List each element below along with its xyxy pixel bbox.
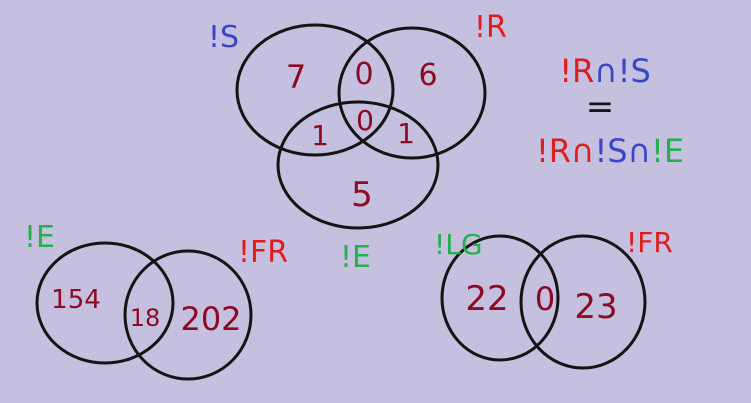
left-a-only: 154 bbox=[51, 285, 101, 315]
region-e-only: 5 bbox=[351, 175, 373, 215]
region-s-only: 7 bbox=[286, 58, 306, 96]
eq2-r: !R bbox=[536, 132, 571, 170]
label-e-top: !E bbox=[340, 240, 371, 275]
equation-line-2: !R∩!S∩!E bbox=[536, 132, 684, 170]
eq1-r: !R bbox=[559, 52, 594, 90]
circle-r bbox=[337, 26, 487, 160]
label-left-a: !E bbox=[24, 220, 55, 255]
left-both: 18 bbox=[130, 304, 161, 332]
label-right-b: !FR bbox=[626, 226, 673, 259]
circle-left-b bbox=[123, 249, 253, 381]
venn-left bbox=[35, 241, 253, 381]
equation-line-1: !R∩!S bbox=[559, 52, 651, 90]
eq2-cap2: ∩ bbox=[628, 132, 651, 170]
region-s-r: 0 bbox=[354, 57, 373, 92]
region-r-only: 6 bbox=[418, 58, 437, 93]
right-a-only: 22 bbox=[465, 279, 508, 319]
eq2-e: !E bbox=[651, 132, 684, 170]
circle-right-a bbox=[440, 234, 560, 362]
region-s-r-e: 0 bbox=[356, 104, 374, 137]
label-left-b: !FR bbox=[238, 235, 288, 270]
right-b-only: 23 bbox=[574, 287, 617, 327]
equation-equals: = bbox=[586, 87, 615, 127]
left-b-only: 202 bbox=[180, 300, 241, 338]
circle-right-b bbox=[519, 234, 647, 370]
circle-left-a bbox=[35, 241, 175, 365]
eq2-s: !S bbox=[594, 132, 627, 170]
venn-three-set bbox=[235, 23, 487, 230]
eq1-cap: ∩ bbox=[594, 52, 617, 90]
eq1-s: !S bbox=[618, 52, 651, 90]
label-r: !R bbox=[474, 10, 507, 45]
circle-e bbox=[276, 100, 440, 230]
venn-right bbox=[440, 234, 647, 370]
circle-s bbox=[235, 23, 395, 157]
label-right-a: !LG bbox=[434, 228, 483, 261]
eq2-cap1: ∩ bbox=[571, 132, 594, 170]
label-s: !S bbox=[208, 20, 239, 55]
region-r-e: 1 bbox=[397, 117, 415, 150]
right-both: 0 bbox=[535, 280, 555, 318]
region-s-e: 1 bbox=[311, 119, 329, 152]
